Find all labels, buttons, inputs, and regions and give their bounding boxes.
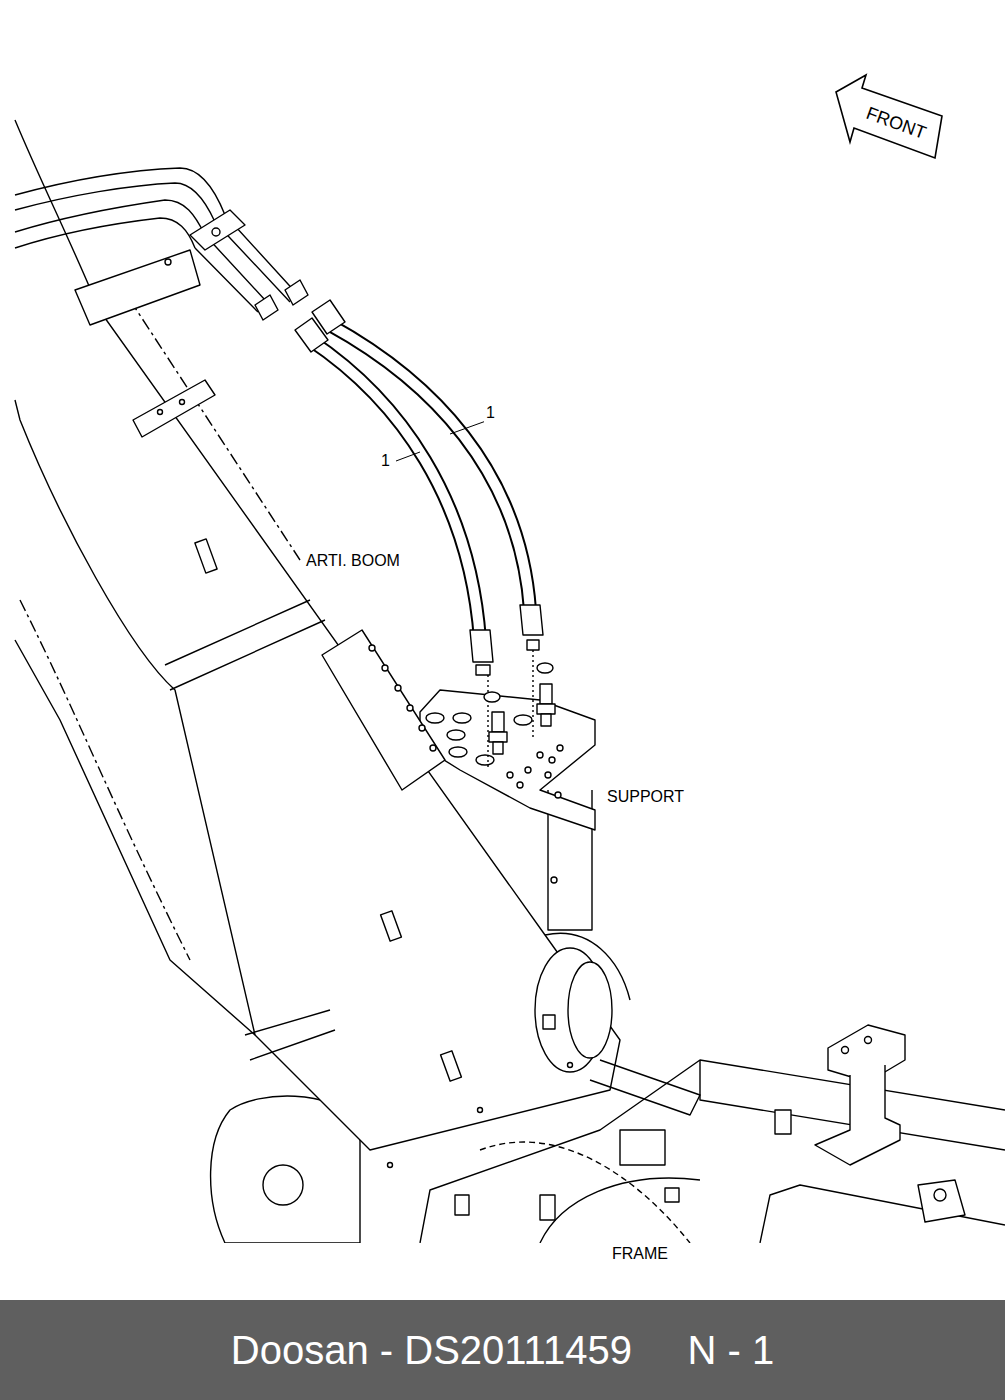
part-name: ARTI. BOOM xyxy=(304,551,402,571)
part-number-band: Doosan - DS20111459 N - 1 xyxy=(0,1300,1005,1400)
callout-number: 1 xyxy=(379,451,392,471)
callout-number: 1 xyxy=(484,403,497,423)
arrow-shape xyxy=(836,75,942,158)
front-arrow: FRONT xyxy=(832,70,947,165)
part-name: SUPPORT xyxy=(605,787,686,807)
part-name: FRAME xyxy=(610,1244,670,1264)
part-number: Doosan - DS20111459 N - 1 xyxy=(231,1328,774,1373)
